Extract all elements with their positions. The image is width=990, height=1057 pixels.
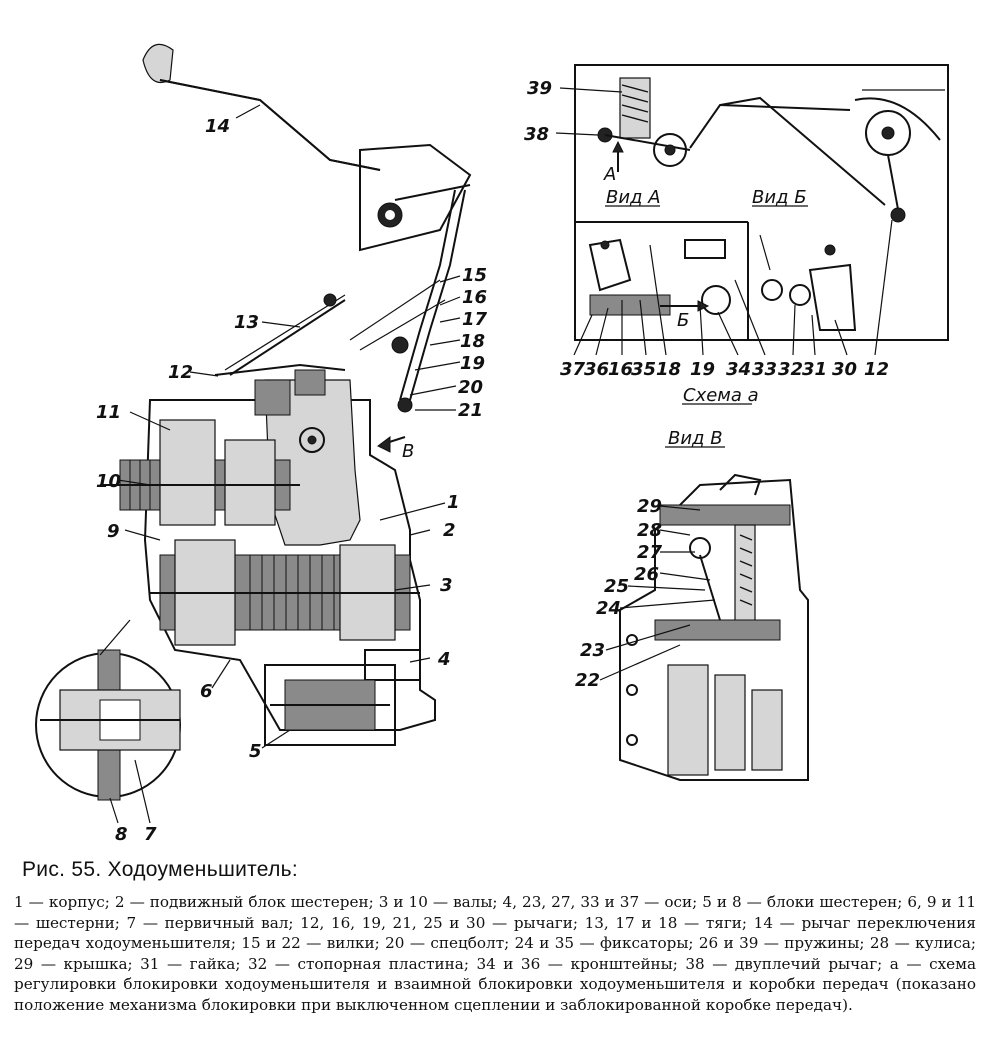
callout-18b: 18 xyxy=(656,359,681,380)
view-v xyxy=(619,446,809,781)
callout-25: 25 xyxy=(604,576,629,597)
callout-10: 10 xyxy=(96,471,121,492)
callout-36: 36 xyxy=(584,359,609,380)
view-v-label: Вид В xyxy=(668,428,723,449)
callout-27: 27 xyxy=(637,542,663,563)
arrow-b-label: Б xyxy=(677,310,689,331)
callout-39: 39 xyxy=(527,78,552,99)
callout-13: 13 xyxy=(234,312,259,333)
callout-26: 26 xyxy=(634,564,659,585)
scheme-a-label: Схема а xyxy=(683,385,759,406)
callout-31: 31 xyxy=(802,359,827,380)
leader-lines-scheme xyxy=(555,87,893,356)
callout-37: 37 xyxy=(560,359,586,380)
callout-34: 34 xyxy=(726,359,751,380)
caption-legend: 1 — корпус; 2 — подвижный блок шестерен;… xyxy=(14,893,976,1014)
callout-38: 38 xyxy=(524,124,549,145)
arrow-v-indicator xyxy=(377,436,406,453)
figure-caption: Рис. 55. Ходоуменьшитель: 1 — корпус; 2 … xyxy=(14,858,976,1015)
callout-30: 30 xyxy=(832,359,857,380)
callout-33: 33 xyxy=(752,359,777,380)
callout-4: 4 xyxy=(437,649,451,670)
callout-9: 9 xyxy=(107,521,120,542)
callout-1: 1 xyxy=(447,492,460,513)
arrow-v-label: В xyxy=(402,441,414,462)
callout-29: 29 xyxy=(637,496,662,517)
callout-24: 24 xyxy=(596,598,621,619)
callout-16b: 16 xyxy=(608,359,633,380)
lower-shaft-3 xyxy=(150,539,421,681)
view-b-label: Вид Б xyxy=(752,187,807,208)
linkage-rods xyxy=(214,189,466,413)
callout-6: 6 xyxy=(200,681,213,702)
detail-circle-7-8 xyxy=(35,619,181,801)
callout-5: 5 xyxy=(249,741,262,762)
callout-11: 11 xyxy=(96,402,121,423)
gear-block-5 xyxy=(264,664,396,746)
callout-32: 32 xyxy=(778,359,803,380)
callout-16: 16 xyxy=(462,287,487,308)
callout-23: 23 xyxy=(580,640,605,661)
leader-lines-main xyxy=(109,104,461,824)
callout-19b: 19 xyxy=(690,359,715,380)
arrow-a-label: А xyxy=(603,164,616,185)
reduction-gear-drawing: 14 15 16 17 18 19 20 21 13 12 11 10 9 1 … xyxy=(35,43,949,845)
leader-lines-view-v xyxy=(599,505,716,681)
callout-17: 17 xyxy=(462,309,488,330)
callout-3: 3 xyxy=(440,575,453,596)
scheme-a xyxy=(574,64,949,405)
callout-22: 22 xyxy=(575,670,600,691)
callout-21: 21 xyxy=(458,400,483,421)
callout-7: 7 xyxy=(144,824,157,845)
callout-15: 15 xyxy=(462,265,487,286)
callout-20: 20 xyxy=(458,377,483,398)
callout-2: 2 xyxy=(443,520,456,541)
callout-12b: 12 xyxy=(864,359,889,380)
callout-18: 18 xyxy=(460,331,485,352)
shift-lever-14 xyxy=(142,43,472,252)
caption-title: Рис. 55. Ходоуменьшитель: xyxy=(22,858,299,881)
callout-28: 28 xyxy=(637,520,662,541)
callout-14: 14 xyxy=(205,116,230,137)
callout-12: 12 xyxy=(168,362,193,383)
callout-19: 19 xyxy=(460,353,485,374)
view-a-label: Вид А xyxy=(606,187,661,208)
callout-35: 35 xyxy=(631,359,656,380)
callout-8: 8 xyxy=(115,824,128,845)
